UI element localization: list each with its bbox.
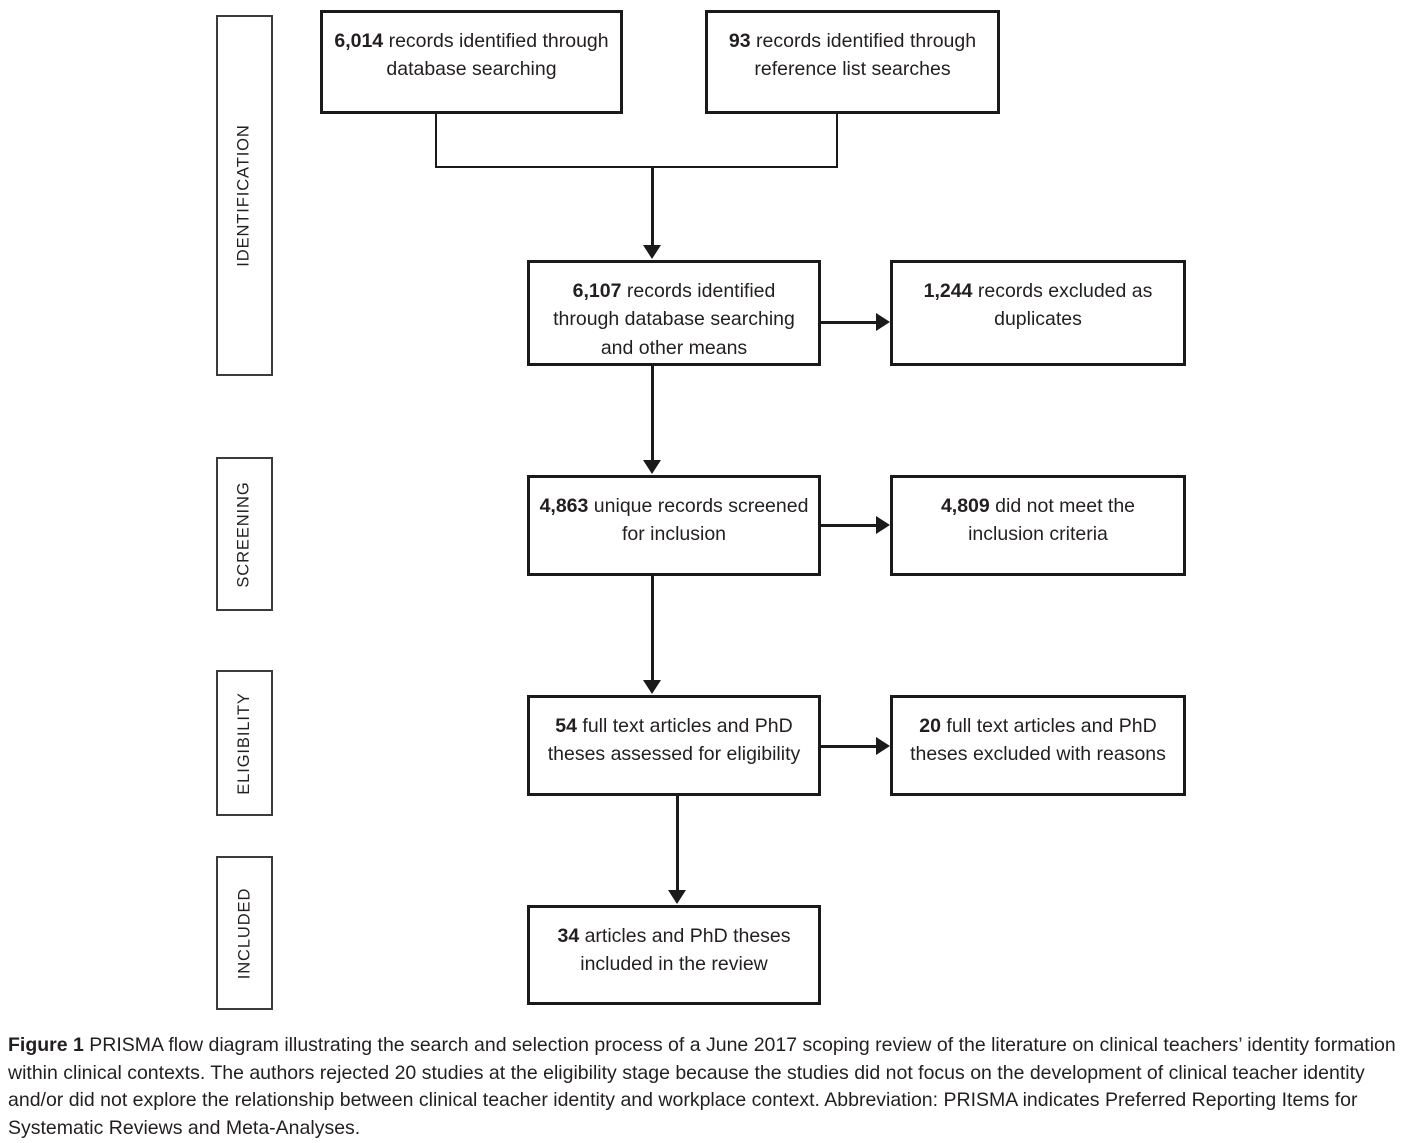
stage-label-included: INCLUDED (216, 856, 273, 1010)
box-database-search-count: 6,014 (334, 30, 384, 52)
arrow-screened-to-eligibility-line (651, 576, 654, 681)
box-combined-records: 6,107 records identified through databas… (527, 260, 821, 366)
box-screened: 4,863 unique records screened for inclus… (527, 475, 821, 576)
box-duplicates-excluded: 1,244 records excluded as duplicates (890, 260, 1186, 366)
box-included-final: 34 articles and PhD theses included in t… (527, 905, 821, 1005)
box-screened-label: unique records screened for inclusion (588, 495, 809, 546)
box-combined-records-text: 6,107 records identified through databas… (539, 277, 810, 363)
arrow-screened-to-notmet-line (821, 524, 879, 527)
box-full-text-excluded-label: full text articles and PhD theses exclud… (910, 715, 1166, 766)
arrow-merge-to-combined-head (643, 245, 661, 259)
box-full-text-assessed-count: 54 (555, 715, 577, 737)
box-database-search-text: 6,014 records identified through databas… (332, 27, 611, 111)
arrow-screened-to-eligibility-head (643, 680, 661, 694)
arrow-combined-to-screened-head (643, 460, 661, 474)
stage-label-identification-text: IDENTIFICATION (235, 124, 253, 267)
figure-caption-text: PRISMA flow diagram illustrating the sea… (8, 1034, 1396, 1140)
arrow-combined-to-duplicates-head (876, 313, 890, 331)
box-combined-records-count: 6,107 (572, 280, 622, 302)
connector-merge-right-stub (836, 114, 838, 168)
box-reference-search-label: records identified through reference lis… (750, 30, 977, 81)
box-database-search: 6,014 records identified through databas… (320, 10, 623, 114)
figure-caption: Figure 1 PRISMA flow diagram illustratin… (8, 1032, 1396, 1143)
arrow-eligibility-to-included-line (676, 796, 679, 891)
stage-label-eligibility: ELIGIBILITY (216, 670, 273, 816)
stage-label-identification: IDENTIFICATION (216, 15, 273, 376)
box-reference-search: 93 records identified through reference … (705, 10, 1000, 114)
box-screened-count: 4,863 (539, 495, 589, 517)
box-combined-records-label: records identified through database sear… (553, 280, 795, 359)
box-included-final-label: articles and PhD theses included in the … (579, 925, 791, 976)
box-not-met-criteria: 4,809 did not meet the inclusion criteri… (890, 475, 1186, 576)
box-full-text-assessed-label: full text articles and PhD theses assess… (547, 715, 801, 766)
box-not-met-criteria-text: 4,809 did not meet the inclusion criteri… (902, 492, 1175, 573)
arrow-screened-to-notmet-head (876, 516, 890, 534)
box-not-met-criteria-label: did not meet the inclusion criteria (968, 495, 1136, 546)
stage-label-eligibility-text: ELIGIBILITY (235, 691, 253, 795)
stage-label-screening-text: SCREENING (235, 480, 254, 588)
arrow-combined-to-duplicates-line (821, 321, 879, 324)
box-reference-search-text: 93 records identified through reference … (717, 27, 989, 111)
box-not-met-criteria-count: 4,809 (940, 495, 990, 517)
box-reference-search-count: 93 (728, 30, 751, 52)
arrow-eligibility-to-excluded-line (821, 745, 879, 748)
box-included-final-count: 34 (557, 925, 580, 947)
arrow-eligibility-to-included-head (668, 890, 686, 904)
figure-caption-label: Figure 1 (8, 1034, 84, 1056)
stage-label-screening: SCREENING (216, 457, 273, 611)
box-full-text-excluded-count: 20 (919, 715, 941, 737)
arrow-eligibility-to-excluded-head (876, 737, 890, 755)
box-full-text-excluded: 20 full text articles and PhD theses exc… (890, 695, 1186, 796)
stage-label-included-text: INCLUDED (235, 887, 254, 979)
box-full-text-excluded-text: 20 full text articles and PhD theses exc… (902, 712, 1175, 793)
box-full-text-assessed: 54 full text articles and PhD theses ass… (527, 695, 821, 796)
arrow-merge-to-combined-line (651, 166, 654, 246)
box-included-final-text: 34 articles and PhD theses included in t… (539, 922, 810, 1002)
box-database-search-label: records identified through database sear… (383, 30, 609, 81)
connector-merge-horizontal (435, 166, 838, 168)
box-full-text-assessed-text: 54 full text articles and PhD theses ass… (539, 712, 810, 793)
box-duplicates-excluded-label: records excluded as duplicates (972, 280, 1153, 331)
box-screened-text: 4,863 unique records screened for inclus… (539, 492, 810, 573)
connector-merge-left-stub (435, 114, 437, 168)
arrow-combined-to-screened-line (651, 366, 654, 461)
box-duplicates-excluded-text: 1,244 records excluded as duplicates (902, 277, 1175, 363)
box-duplicates-excluded-count: 1,244 (923, 280, 973, 302)
prisma-flow-diagram: IDENTIFICATION SCREENING ELIGIBILITY INC… (216, 10, 1186, 1010)
